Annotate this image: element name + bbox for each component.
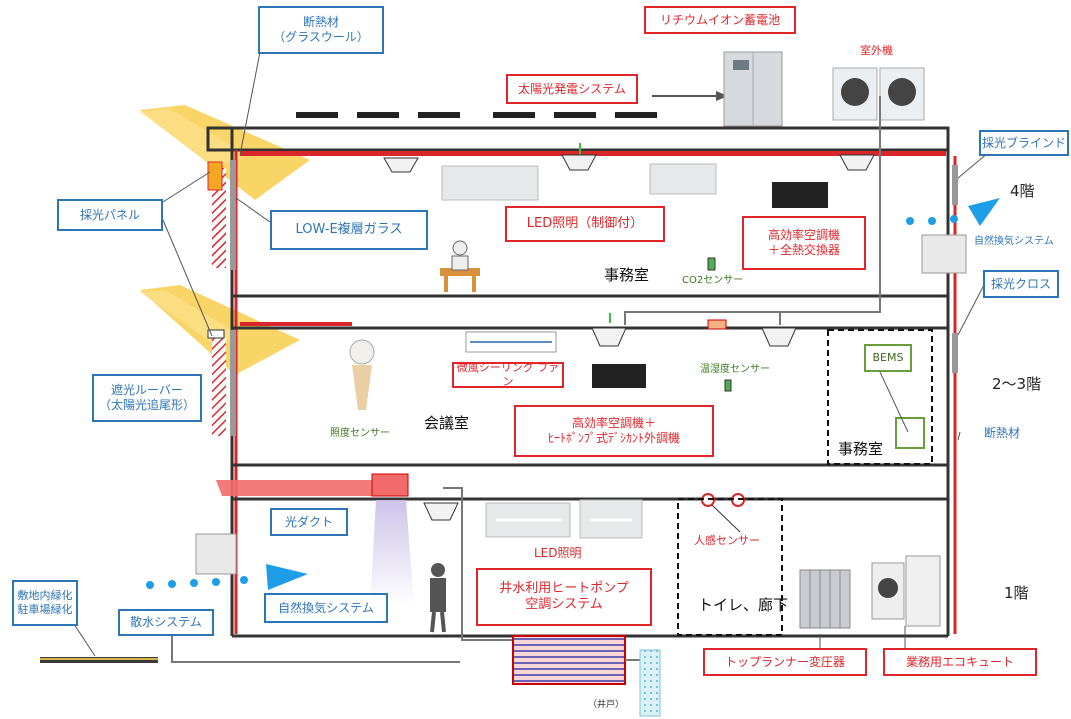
label-hvac-heat-exchanger: 高効率空調機 ＋全熱交換器	[742, 216, 866, 270]
label-site-greening: 敷地内緑化 駐車場緑化	[12, 580, 78, 626]
label-light-duct: 光ダクト	[270, 508, 348, 536]
solar-panels	[296, 112, 657, 118]
label-daylight-cloth: 採光クロス	[983, 270, 1059, 298]
room-office-small: 事務室	[838, 440, 884, 458]
label-natural-vent-lower: 自然換気システム	[264, 593, 388, 623]
label-led-lighting: LED照明	[534, 546, 582, 560]
label-co2-sensor: CO2センサー	[682, 275, 744, 286]
label-well: （井戸）	[588, 700, 625, 710]
label-insulation-top: 断熱材 （グラスウール）	[258, 6, 384, 54]
label-well-heat-pump: 井水利用ヒートポンプ 空調システム	[476, 568, 652, 626]
label-ceiling-fan: 微風シーリング ファン	[452, 361, 564, 388]
transformer	[799, 569, 851, 629]
light-duct	[216, 480, 380, 496]
label-temp-humidity-sensor: 温湿度センサー	[700, 364, 770, 375]
floor-2-3: 2～3階	[992, 375, 1042, 393]
airflow-lower	[146, 564, 308, 590]
roof-slab	[206, 126, 950, 152]
label-motion-sensor: 人感センサー	[694, 534, 760, 547]
sunlight-beam-upper-b	[140, 108, 248, 168]
label-hvac-desiccant: 高効率空調機＋ ﾋｰﾄﾎﾟﾝﾌﾟ式ﾃﾞｼｶﾝﾄ外調機	[514, 405, 714, 457]
floor-1: 1階	[1004, 584, 1029, 602]
label-bems: BEMS	[864, 344, 912, 372]
label-shading-louver: 遮光ルーバー （太陽光追尾形）	[92, 374, 202, 422]
outdoor-units	[832, 67, 925, 121]
label-solar-system: 太陽光発電システム	[506, 74, 638, 104]
label-outdoor-unit: 室外機	[860, 44, 893, 57]
floor-4: 4階	[1010, 182, 1035, 200]
label-illuminance-sensor: 照度センサー	[330, 428, 390, 439]
label-daylight-blind: 採光ブラインド	[979, 130, 1069, 156]
room-office-4f: 事務室	[604, 266, 650, 284]
label-low-e-glass: LOW-E複層ガラス	[270, 210, 428, 250]
eco-cute-unit	[871, 555, 941, 627]
lithium-battery-unit	[723, 51, 783, 127]
label-natural-vent-upper: 自然換気システム	[974, 236, 1054, 247]
label-led-controlled: LED照明（制御付）	[505, 206, 665, 242]
label-lithium-battery: リチウムイオン蓄電池	[644, 6, 796, 34]
label-top-runner-transformer: トップランナー変圧器	[703, 648, 867, 676]
label-daylight-panel: 採光パネル	[57, 199, 163, 231]
label-insulation-side: 断熱材	[984, 426, 1021, 440]
room-toilet-corridor: トイレ、廊下	[698, 596, 789, 614]
ceiling-ac-units	[383, 154, 875, 521]
label-eco-cute: 業務用エコキュート	[883, 648, 1037, 676]
airflow-upper	[906, 198, 1000, 226]
room-meeting: 会議室	[424, 414, 470, 432]
label-sprinkler: 散水システム	[118, 609, 214, 636]
